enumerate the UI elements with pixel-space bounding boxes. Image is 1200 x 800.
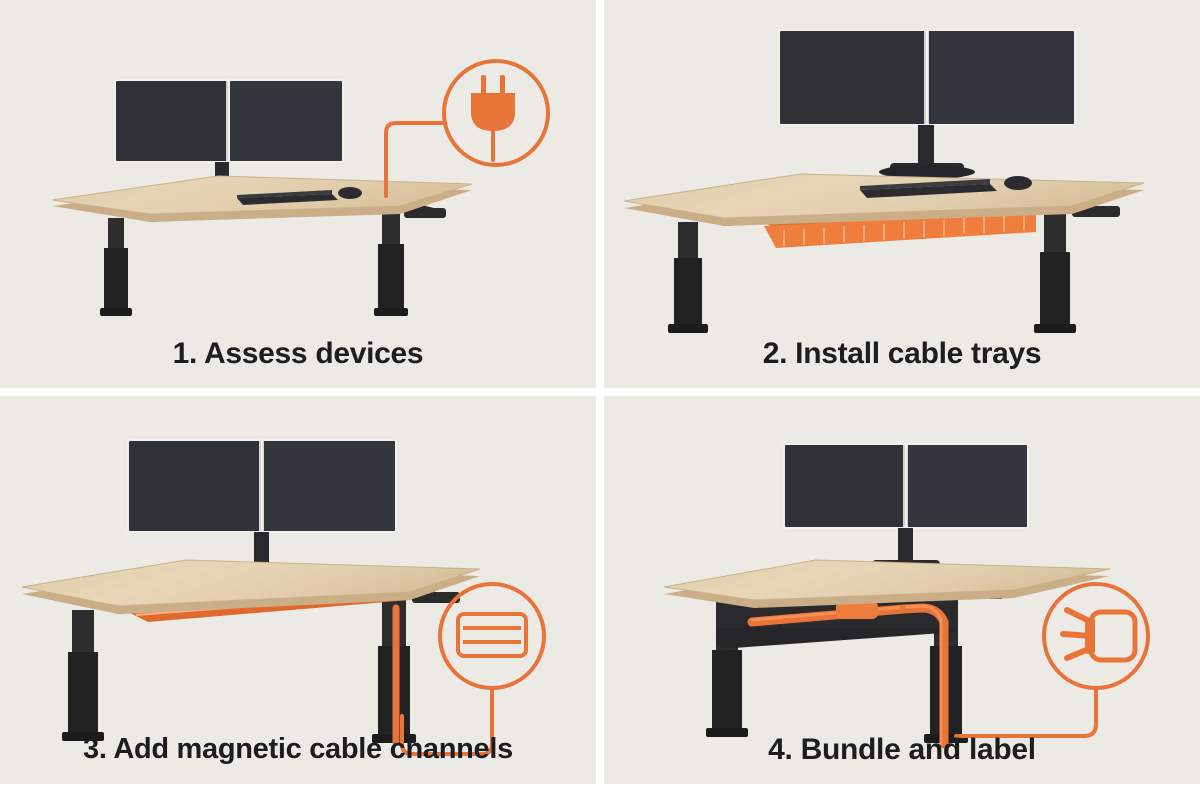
cable-bundle [747, 601, 949, 749]
panel-step-4: 4. Bundle and label [604, 396, 1200, 784]
panel-1-caption: 1. Assess devices [172, 337, 424, 370]
desk-controller [404, 208, 446, 218]
panel-2-illustration [623, 29, 1145, 333]
callout-badge-plug [442, 59, 550, 167]
panel-1-illustration [51, 59, 550, 316]
cable-label-sleeve [836, 601, 878, 619]
standing-desk [623, 173, 1145, 333]
panel-2-caption: 2. Install cable trays [762, 337, 1042, 370]
cable-channel-icon [456, 612, 528, 658]
panel-3-illustration [21, 439, 546, 756]
panel-step-2: 2. Install cable trays [604, 0, 1200, 388]
desk-leg-left [100, 218, 132, 316]
keyboard [860, 179, 997, 198]
standing-desk [663, 559, 1111, 749]
desk-leg-left [62, 610, 104, 741]
desk-leg-right [1034, 214, 1076, 333]
bundle-label-icon [1060, 607, 1138, 663]
plug-icon [471, 75, 515, 162]
leader-line [384, 121, 446, 198]
desk-leg-left [668, 222, 708, 333]
callout-badge-bundle-label [1042, 582, 1150, 690]
panel-step-1: 1. Assess devices [0, 0, 596, 388]
panel-4-caption: 4. Bundle and label [768, 733, 1036, 766]
mouse [338, 187, 362, 199]
dual-monitor-assembly [783, 443, 1029, 576]
leader-line [954, 686, 1098, 738]
standing-desk [21, 559, 481, 746]
mouse [1004, 176, 1032, 190]
dual-monitor-assembly [778, 29, 1076, 179]
panel-step-3: 3. Add magnetic cable channels [0, 396, 596, 784]
desk-leg-right [374, 210, 408, 316]
leader-line [400, 686, 494, 756]
panel-3-caption: 3. Add magnetic cable channels [83, 733, 513, 766]
keyboard [237, 190, 338, 205]
callout-badge-cable-channel [438, 582, 546, 690]
panel-4-illustration [663, 443, 1150, 749]
